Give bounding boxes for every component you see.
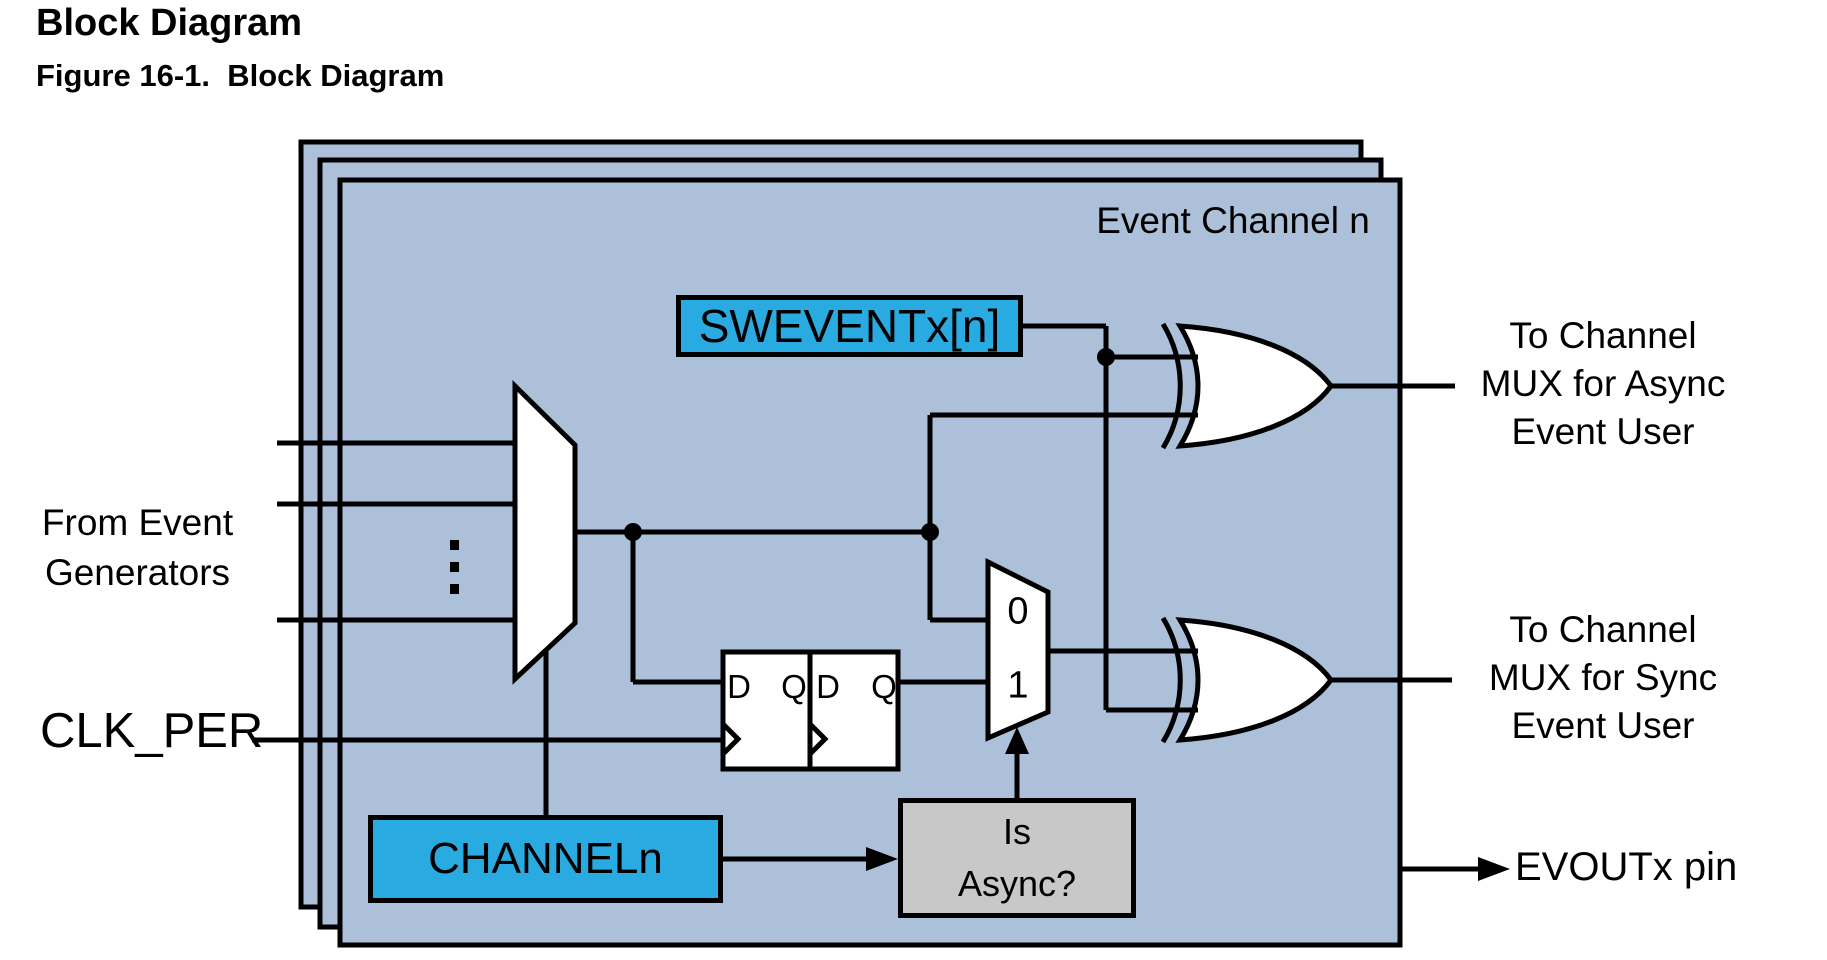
from-event-line1: From Event xyxy=(41,502,234,543)
vertical-ellipsis-icon xyxy=(450,540,459,594)
clock-triangle-icon xyxy=(721,722,742,756)
async-out-line3: Event User xyxy=(1511,411,1695,452)
wires xyxy=(252,323,1484,872)
ff1-d-pin-label: D xyxy=(727,668,751,705)
channel-register-box: CHANNELn xyxy=(368,815,723,903)
channel-register-label: CHANNELn xyxy=(428,834,663,883)
from-event-line2: Generators xyxy=(44,552,231,593)
event-generator-mux xyxy=(512,380,578,685)
junction-dot xyxy=(1097,348,1115,366)
evout-pin-label: EVOUTx pin xyxy=(1515,845,1738,889)
sync-out-line3: Event User xyxy=(1511,705,1695,746)
arrowhead-up-icon xyxy=(1005,727,1029,754)
async-output-label: To Channel MUX for Async Event User xyxy=(1453,312,1753,456)
ff2-q-pin-label: Q xyxy=(871,668,897,705)
ff2-d-pin-label: D xyxy=(816,668,840,705)
from-event-generators-label: From Event Generators xyxy=(15,498,260,598)
is-async-line1: Is xyxy=(1002,811,1031,852)
swevent-register-box: SWEVENTx[n] xyxy=(676,295,1023,357)
components xyxy=(512,322,1335,772)
is-async-line2: Async? xyxy=(957,863,1077,904)
xor-gate-async xyxy=(1175,323,1335,449)
sync-select-mux xyxy=(985,557,1051,742)
page-title: Block Diagram xyxy=(36,2,303,44)
mux-input-1-label: 1 xyxy=(1007,664,1029,707)
is-async-box: Is Async? xyxy=(898,798,1136,918)
async-out-line1: To Channel xyxy=(1509,315,1697,356)
sync-output-label: To Channel MUX for Sync Event User xyxy=(1453,606,1753,750)
junction-dot xyxy=(921,523,939,541)
ff1-q-pin-label: Q xyxy=(781,668,807,705)
swevent-register-label: SWEVENTx[n] xyxy=(698,300,1001,352)
xor-sync-back-arc xyxy=(1160,616,1183,744)
xor-gate-sync xyxy=(1175,617,1335,743)
arrowhead-right-icon xyxy=(1478,857,1510,881)
junction-dot xyxy=(624,523,642,541)
mux-input-0-label: 0 xyxy=(1007,590,1029,633)
clk-per-label: CLK_PER xyxy=(40,704,264,758)
arrowhead-right-icon xyxy=(866,847,898,871)
sync-out-line1: To Channel xyxy=(1509,609,1697,650)
clock-triangle-icon xyxy=(808,722,829,756)
sync-out-line2: MUX for Sync xyxy=(1488,657,1718,698)
figure-caption: Figure 16-1. Block Diagram xyxy=(36,58,445,93)
junctions xyxy=(624,348,1510,881)
async-out-line2: MUX for Async xyxy=(1480,363,1726,404)
event-channel-label: Event Channel n xyxy=(1096,200,1370,241)
xor-async-back-arc xyxy=(1160,322,1183,450)
